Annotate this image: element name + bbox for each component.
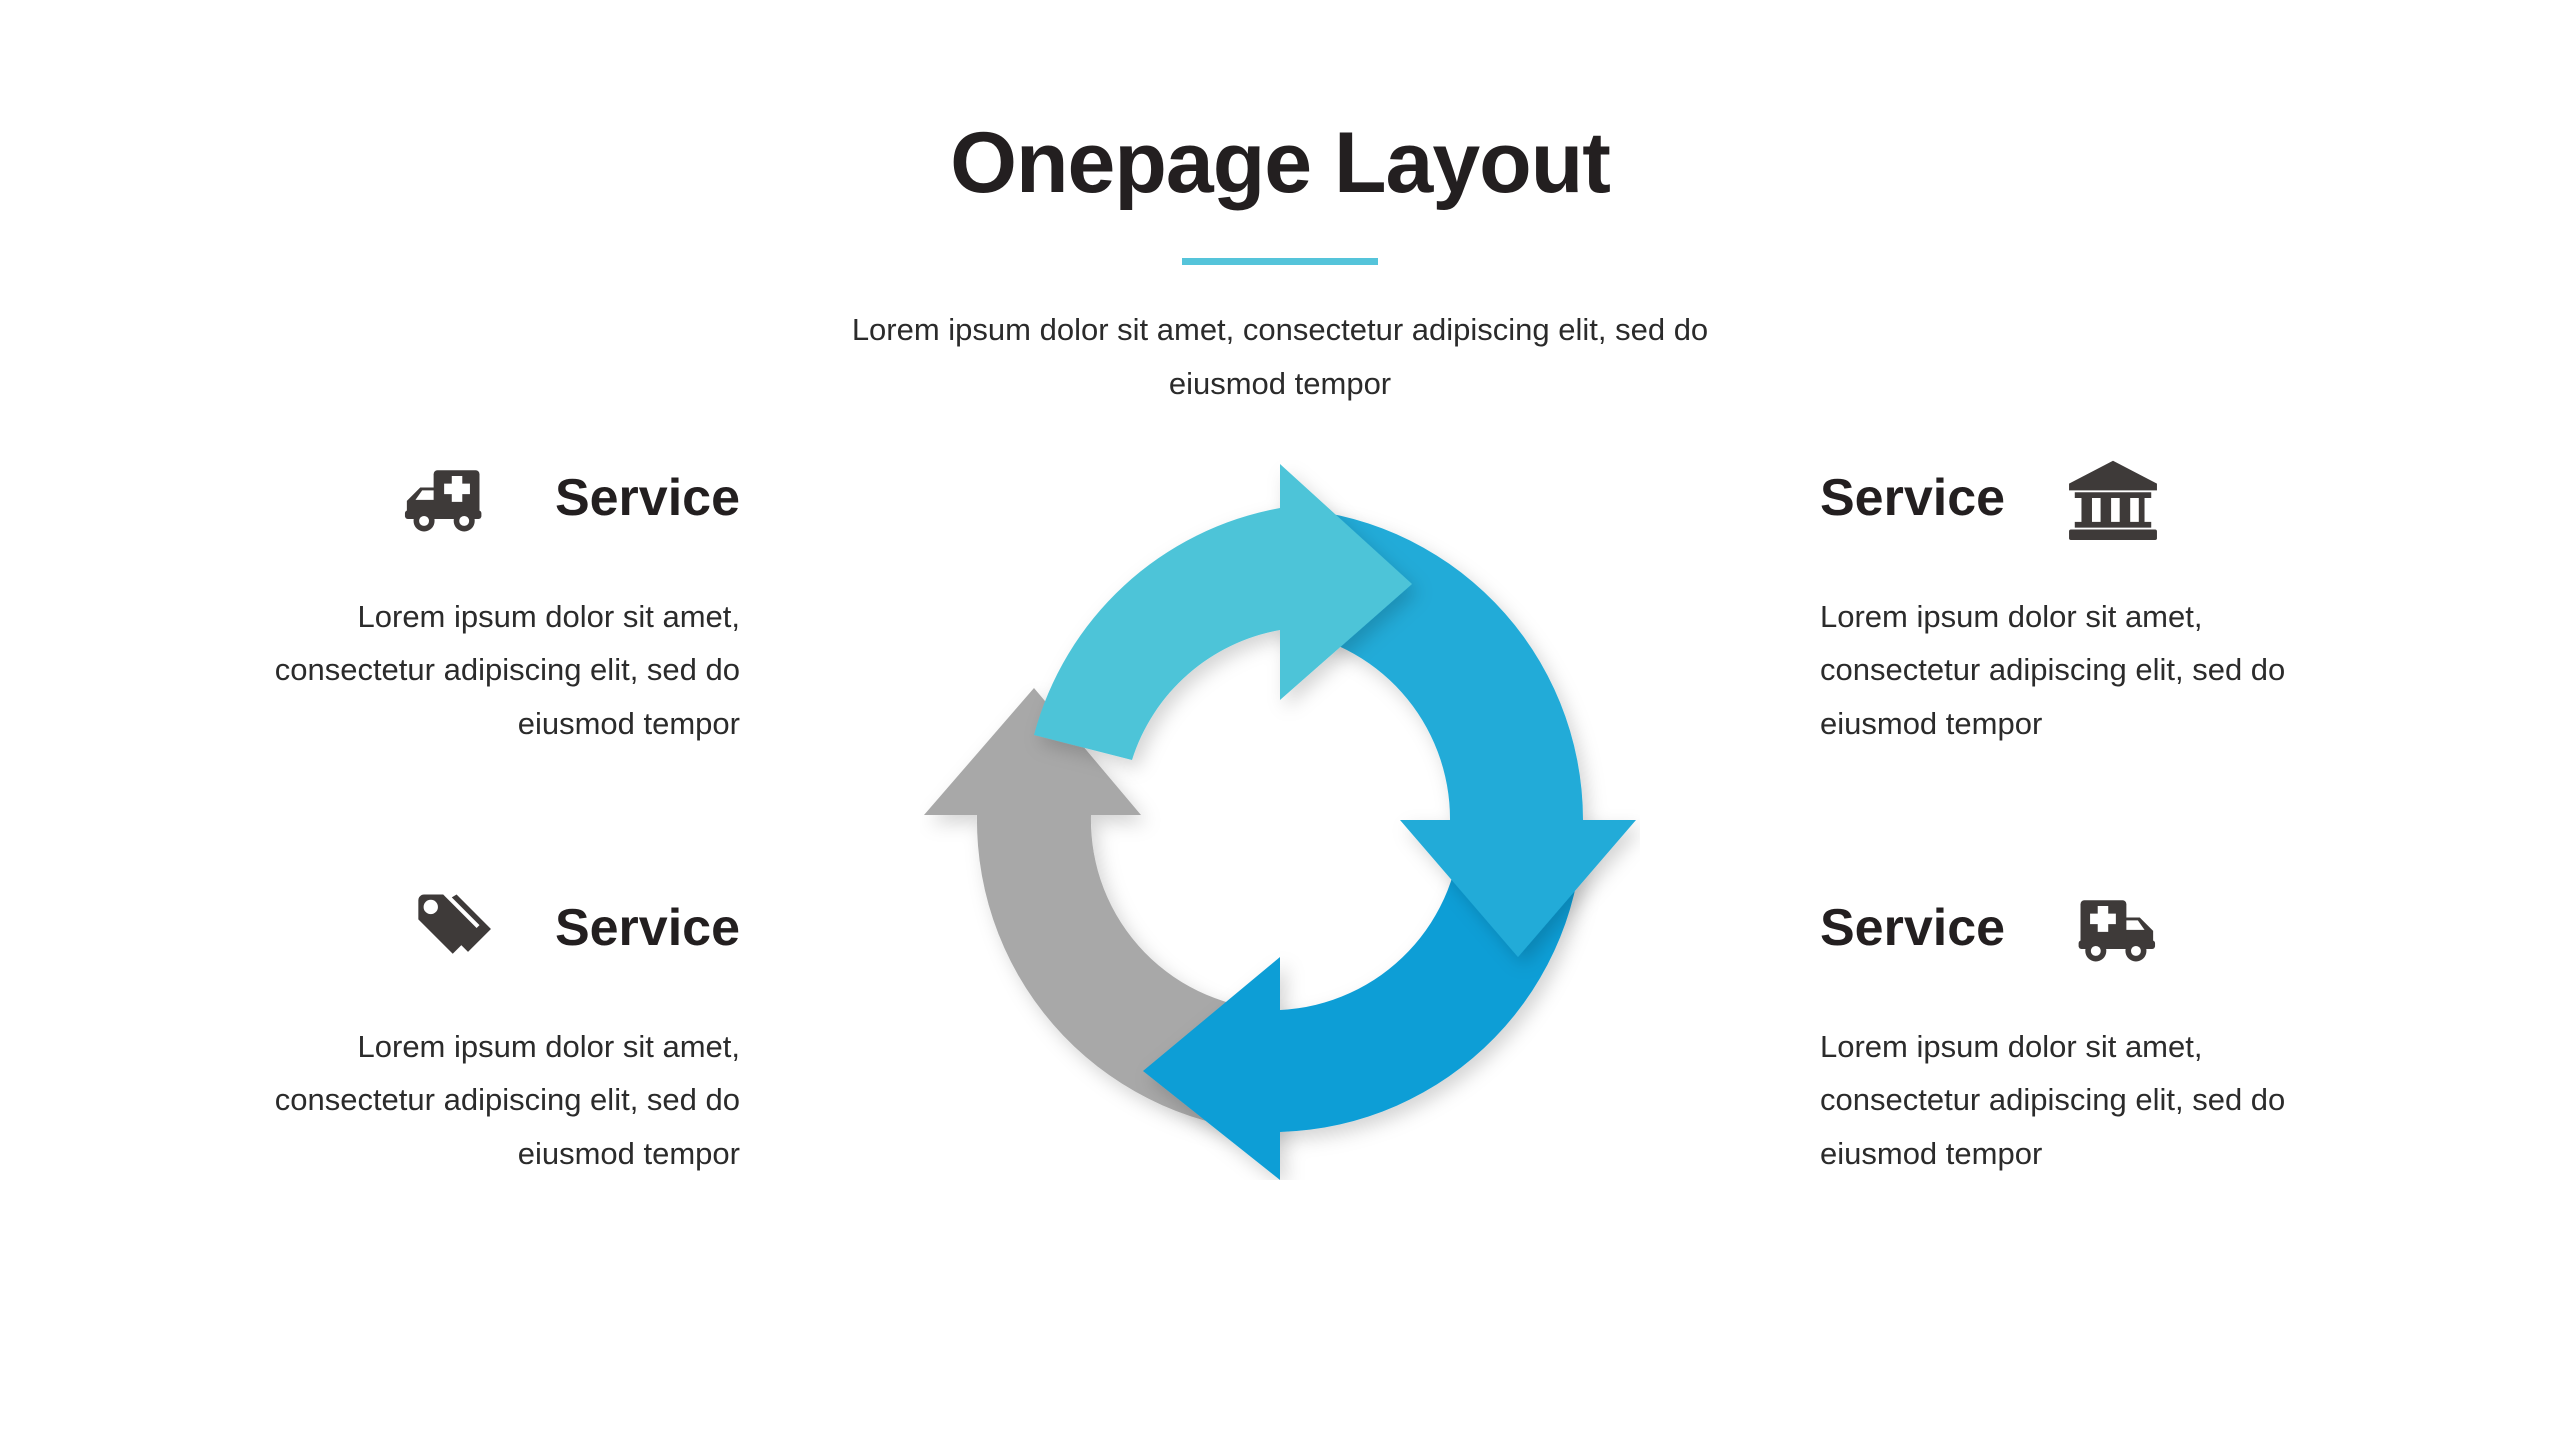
service-card-top-right[interactable]: Service Lorem ipsum dolor sit amet, cons…	[1820, 450, 2360, 750]
service-description: Lorem ipsum dolor sit amet, consectetur …	[1820, 599, 2286, 741]
header: Onepage Layout Lorem ipsum dolor sit ame…	[0, 118, 2560, 410]
service-description: Lorem ipsum dolor sit amet, consectetur …	[274, 599, 740, 741]
service-title: Service	[554, 899, 740, 957]
bank-icon	[2069, 460, 2158, 541]
page-subtitle: Lorem ipsum dolor sit amet, consectetur …	[851, 312, 1709, 401]
service-title: Service	[554, 469, 740, 527]
service-title: Service	[1820, 899, 2006, 957]
price-tag-icon	[418, 894, 491, 954]
cycle-segment-bottom-right	[1143, 820, 1583, 1180]
cycle-segment-top-left	[1034, 464, 1412, 760]
service-title: Service	[1820, 469, 2006, 527]
ambulance-icon	[2078, 900, 2156, 962]
cycle-diagram	[920, 460, 1640, 1180]
service-card-bottom-left[interactable]: Service Lorem ipsum dolor sit amet, cons…	[200, 880, 740, 1180]
service-description: Lorem ipsum dolor sit amet, consectetur …	[1820, 1029, 2286, 1171]
service-header: Service	[200, 880, 740, 976]
cycle-segment-left-gray	[924, 688, 1280, 1132]
service-header: Service	[200, 450, 740, 546]
title-divider	[1182, 258, 1378, 266]
service-card-bottom-right[interactable]: Service Lorem ipsum dolor sit amet,	[1820, 880, 2360, 1180]
page-title: Onepage Layout	[950, 115, 1611, 211]
service-header: Service	[1820, 880, 2360, 976]
service-description: Lorem ipsum dolor sit amet, consectetur …	[274, 1029, 740, 1171]
cycle-diagram-svg	[924, 464, 1636, 1180]
service-card-top-left[interactable]: Service Lorem ipsum dolor sit amet, cons…	[200, 450, 740, 750]
service-header: Service	[1820, 450, 2360, 546]
ambulance-icon	[404, 470, 482, 532]
